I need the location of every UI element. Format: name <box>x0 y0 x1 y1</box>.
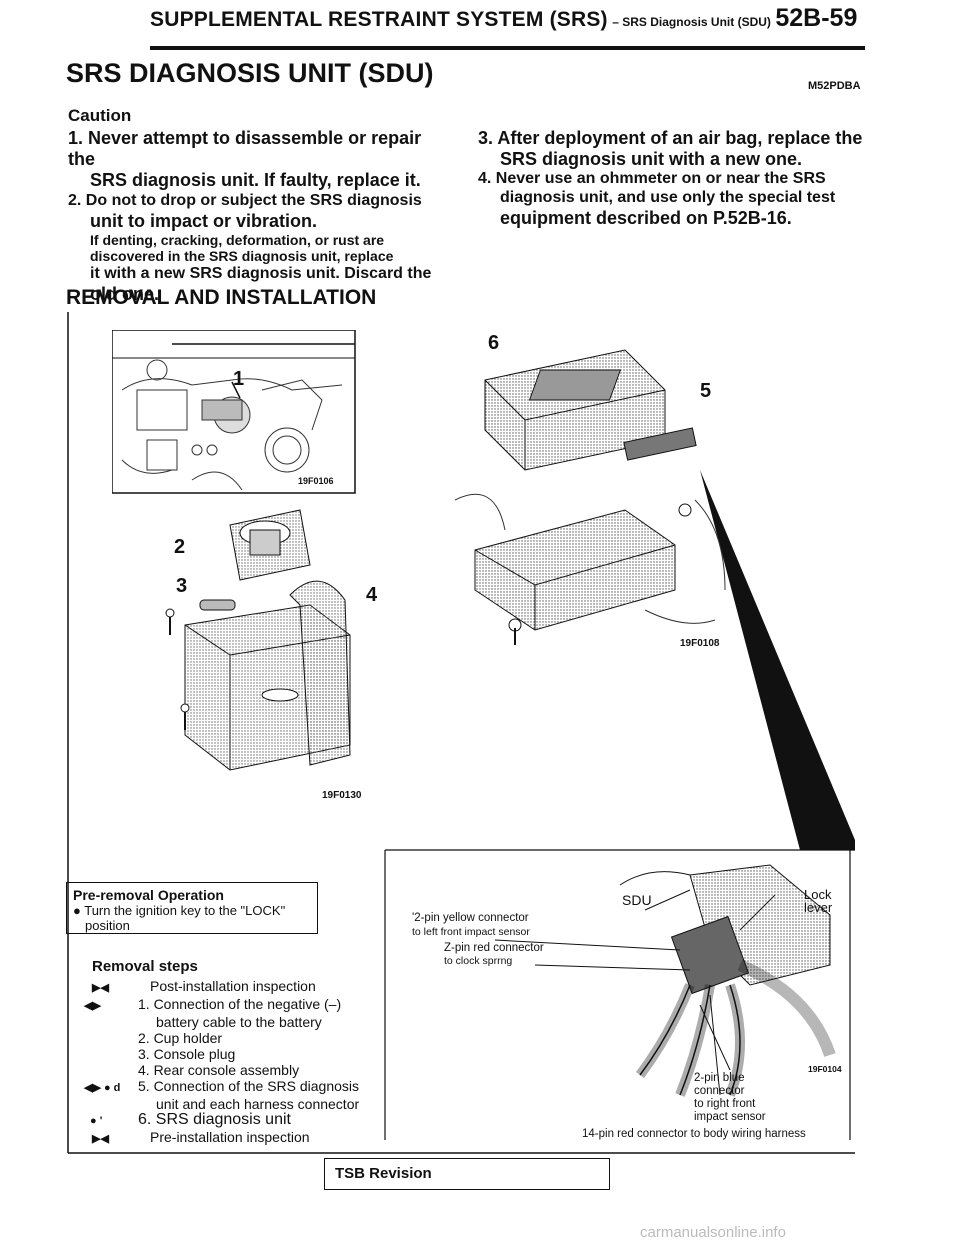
removal-step: ◀▶1. Connection of the negative (–) <box>84 996 342 1012</box>
caution-item-2-detail2: discovered in the SRS diagnosis unit, re… <box>90 248 394 265</box>
header-page-code: 52B-59 <box>775 4 858 32</box>
caution-item-2: 2. Do not to drop or subject the SRS dia… <box>68 191 422 209</box>
manual-code: M52PDBA <box>808 80 861 92</box>
caution-item-4-cont2: equipment described on P.52B-16. <box>500 208 792 229</box>
callout-blue-connector-1: 2-pin blue <box>694 1072 745 1084</box>
figure-sdu-connectors <box>494 864 836 1097</box>
callout-blue-connector-4: impact sensor <box>694 1111 766 1123</box>
callout-yellow-connector-2: to left front impact sensor <box>412 926 530 938</box>
callout-lock-2: lever <box>804 900 833 915</box>
callout-number-3: 3 <box>176 575 188 597</box>
callout-sdu: SDU <box>622 892 652 908</box>
removal-step: ▶◀Pre-installation inspection <box>92 1129 310 1145</box>
pre-removal-title: Pre-removal Operation <box>73 887 224 903</box>
callout-number-6: 6 <box>488 332 500 354</box>
callout-number-5: 5 <box>700 380 712 402</box>
figure-code-3: 19F0108 <box>680 638 720 649</box>
section-title: REMOVAL AND INSTALLATION <box>66 286 377 309</box>
figure-console <box>165 509 351 771</box>
caution-item-3-cont: SRS diagnosis unit with a new one. <box>500 149 803 170</box>
callout-lock-1: Lock <box>804 887 832 902</box>
caution-item-4-cont: diagnosis unit, and use only the special… <box>500 189 836 207</box>
caution-column-left: 1. Never attempt to disassemble or repai… <box>68 128 450 305</box>
caution-item-4: 4. Never use an ohmmeter on or near the … <box>478 170 826 188</box>
pre-removal-line-2: position <box>85 918 130 933</box>
header-main-title: SUPPLEMENTAL RESTRAINT SYSTEM (SRS) <box>150 8 608 31</box>
pre-removal-line-1: ● Turn the ignition key to the "LOCK" <box>73 903 286 918</box>
callout-yellow-connector-1: '2-pin yellow connector <box>412 912 529 924</box>
callout-body-harness: 14-pin red connector to body wiring harn… <box>582 1128 806 1140</box>
figure-code-4: 19F0104 <box>808 1064 842 1074</box>
caution-item-2-detail4: old one. <box>90 283 159 304</box>
tsb-revision-box: TSB Revision <box>324 1158 610 1190</box>
figure-code-1: 19F0106 <box>298 476 334 486</box>
callout-number-1: 1 <box>233 368 245 390</box>
figure-sdu-bracket <box>455 349 726 645</box>
removal-steps-title: Removal steps <box>92 958 198 975</box>
callout-number-4: 4 <box>366 584 378 606</box>
callout-red-connector-2: to clock sprrng <box>444 955 513 967</box>
page-title: SRS DIAGNOSIS UNIT (SDU) <box>66 58 434 88</box>
callout-blue-connector-2: connector <box>694 1085 745 1097</box>
removal-step: 2. Cup holder <box>138 1030 223 1046</box>
caution-item-2-detail3: it with a new SRS diagnosis unit. Discar… <box>90 264 432 282</box>
caution-item-3: 3. After deployment of an air bag, repla… <box>478 128 863 148</box>
removal-step: 3. Console plug <box>138 1046 236 1062</box>
watermark: carmanualsonline.info <box>640 1224 786 1241</box>
removal-step: battery cable to the battery <box>156 1014 322 1030</box>
callout-red-connector-1: Z-pin red connector <box>444 942 544 954</box>
page-header: SUPPLEMENTAL RESTRAINT SYSTEM (SRS) – SR… <box>150 4 870 48</box>
figure-code-2: 19F0130 <box>322 790 362 801</box>
figure-engine-compartment <box>112 330 356 494</box>
callout-number-2: 2 <box>174 536 186 558</box>
caution-column-right: 3. After deployment of an air bag, repla… <box>478 128 878 229</box>
callout-blue-connector-3: to right front <box>694 1098 756 1110</box>
caution-item-2-cont: unit to impact or vibration. <box>90 210 318 231</box>
removal-step: ● '6. SRS diagnosis unit <box>90 1111 291 1128</box>
header-rule <box>150 46 865 50</box>
caution-item-1-cont: SRS diagnosis unit. If faulty, replace i… <box>90 170 421 191</box>
removal-step: unit and each harness connector <box>156 1096 360 1112</box>
removal-step: ▶◀Post-installation inspection <box>92 978 316 994</box>
header-subtitle: – SRS Diagnosis Unit (SDU) <box>612 15 771 29</box>
removal-steps-list: ▶◀Post-installation inspection ◀▶1. Conn… <box>84 978 384 1147</box>
caution-item-2-detail1: If denting, cracking, deformation, or ru… <box>90 231 385 248</box>
caution-item-1: 1. Never attempt to disassemble or repai… <box>68 128 422 170</box>
caution-heading: Caution <box>68 106 132 125</box>
pre-removal-box: Pre-removal Operation ● Turn the ignitio… <box>66 882 318 934</box>
removal-step: 4. Rear console assembly <box>138 1062 300 1078</box>
